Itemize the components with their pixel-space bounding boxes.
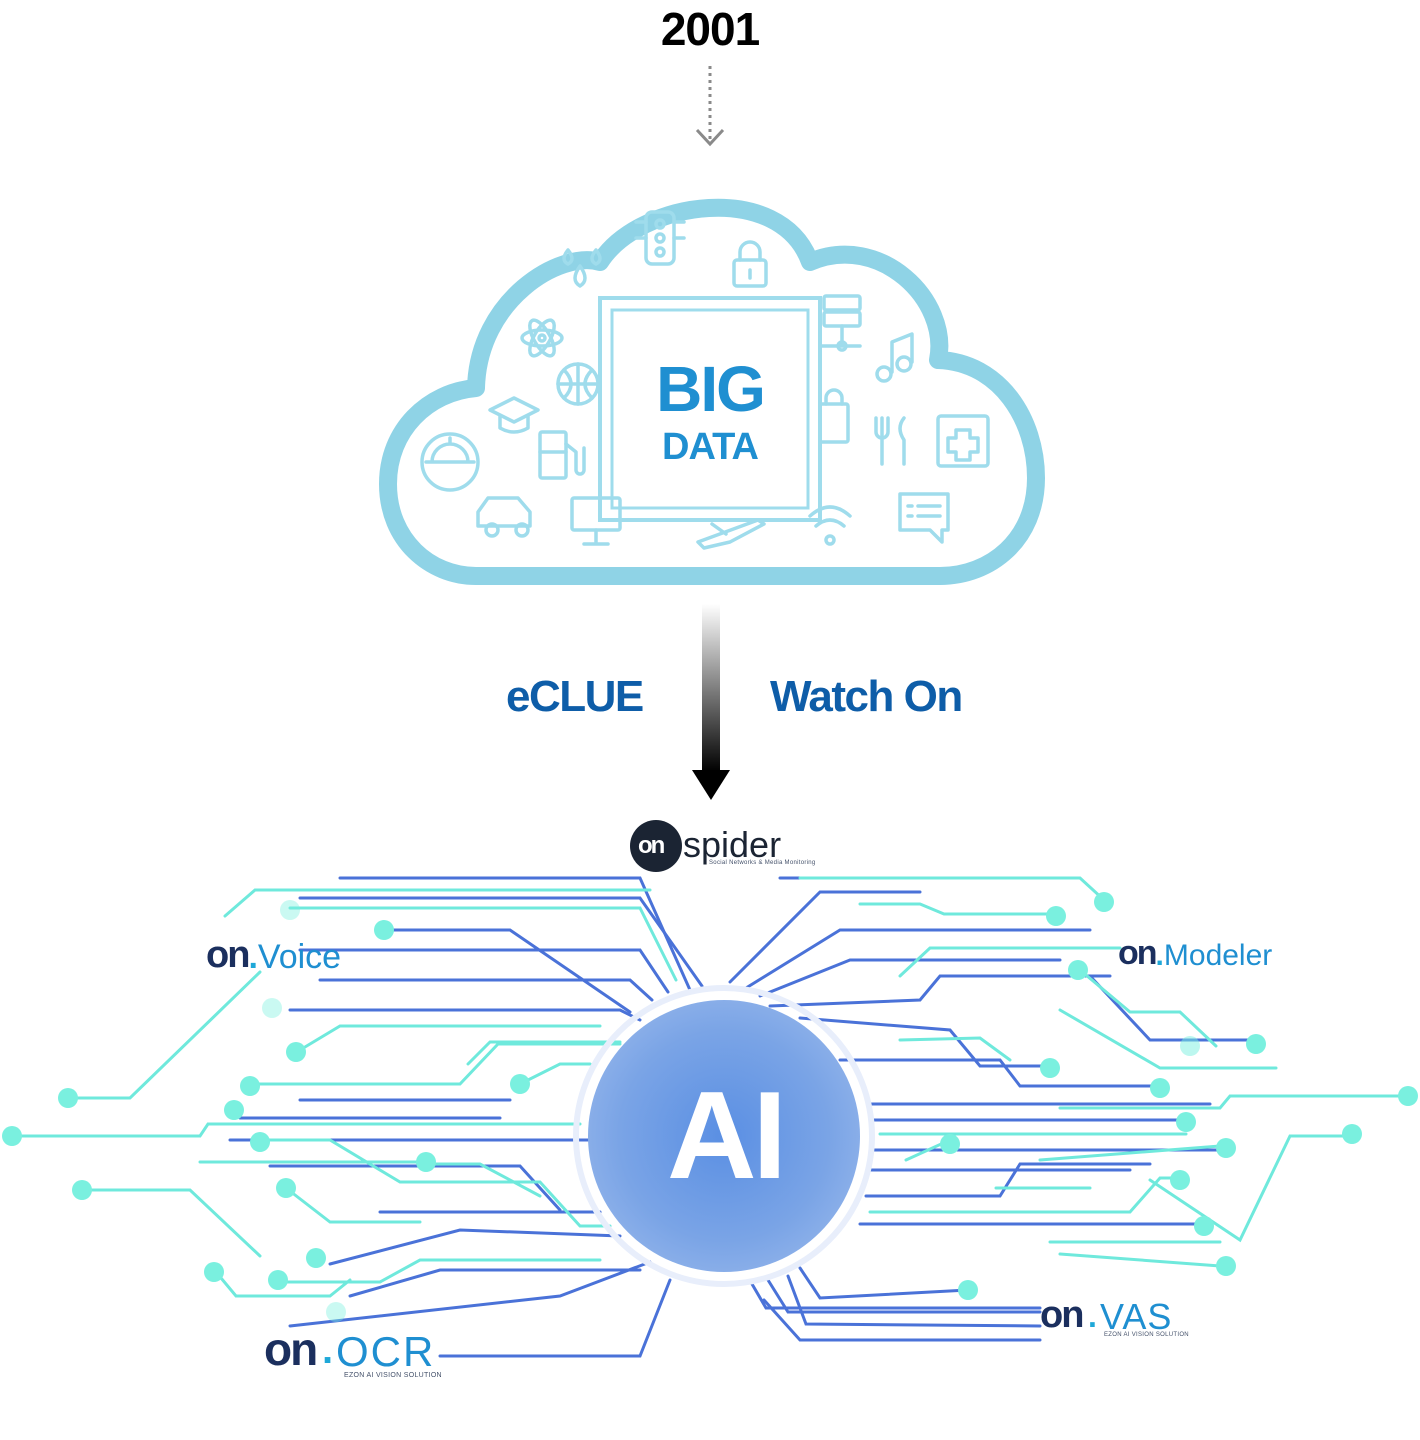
shopping-bag-icon	[818, 388, 850, 444]
onspider-logo: on spider Social Networks & Media Monito…	[637, 824, 815, 870]
onspider-tagline: Social Networks & Media Monitoring	[709, 860, 816, 866]
ai-circle	[588, 1000, 860, 1272]
onvas-dot: .	[1088, 1298, 1097, 1334]
watch-on-label: Watch On	[770, 672, 963, 721]
music-note-icon	[875, 332, 914, 383]
data-label: DATA	[662, 426, 759, 468]
onmodeler-prefix: on	[1118, 934, 1158, 972]
airplane-icon	[696, 518, 766, 550]
big-label: BIG	[656, 353, 766, 425]
ai-label: AI	[667, 1067, 787, 1205]
wifi-icon	[808, 505, 852, 546]
spider-logo-mark	[630, 820, 682, 872]
big-data-chip	[598, 296, 822, 522]
hard-hat-icon	[420, 432, 480, 492]
flow-arrow	[692, 604, 730, 800]
onmodeler-name: Modeler	[1163, 939, 1273, 972]
monitor-icon	[570, 496, 622, 546]
onvoice-logo: on . Voice	[206, 934, 341, 977]
onvas-tagline: EZON AI VISION SOLUTION	[1104, 1332, 1189, 1338]
onvoice-prefix: on	[206, 934, 250, 976]
cloud-outline	[379, 198, 1045, 585]
atom-icon	[520, 318, 564, 358]
graduation-cap-icon	[488, 396, 540, 434]
circuit-network	[10, 876, 1410, 1358]
fork-knife-icon	[874, 416, 906, 466]
lock-icon	[732, 240, 768, 288]
onocr-tagline: EZON AI VISION SOLUTION	[344, 1372, 442, 1379]
onspider-prefix: on	[638, 832, 665, 859]
onmodeler-dot: .	[1155, 939, 1164, 972]
year-arrow	[695, 66, 725, 147]
onocr-dot: .	[322, 1328, 334, 1372]
onvas-prefix: on	[1040, 1294, 1084, 1336]
onvas-logo: on . VAS EZON AI VISION SOLUTION	[1040, 1294, 1189, 1342]
car-icon	[476, 496, 532, 538]
onspider-name: spider	[683, 824, 782, 865]
medical-cross-icon	[936, 414, 990, 468]
fuel-pump-icon	[538, 430, 586, 480]
onocr-logo: on . OCR EZON AI VISION SOLUTION	[264, 1322, 444, 1379]
circuit-nodes	[2, 892, 1418, 1322]
traffic-light-icon	[634, 210, 686, 266]
server-icon	[820, 294, 862, 352]
onocr-name: OCR	[336, 1328, 436, 1375]
basketball-icon	[556, 362, 600, 406]
onvoice-dot: .	[248, 938, 258, 976]
year-label: 2001	[660, 3, 760, 55]
onvas-name: VAS	[1100, 1296, 1173, 1337]
onmodeler-logo: on . Modeler	[1118, 934, 1272, 973]
water-drops-icon	[562, 248, 602, 288]
onvoice-name: Voice	[257, 938, 342, 976]
eclue-label: eCLUE	[506, 672, 644, 721]
onocr-prefix: on	[264, 1323, 318, 1375]
chat-list-icon	[898, 492, 950, 544]
